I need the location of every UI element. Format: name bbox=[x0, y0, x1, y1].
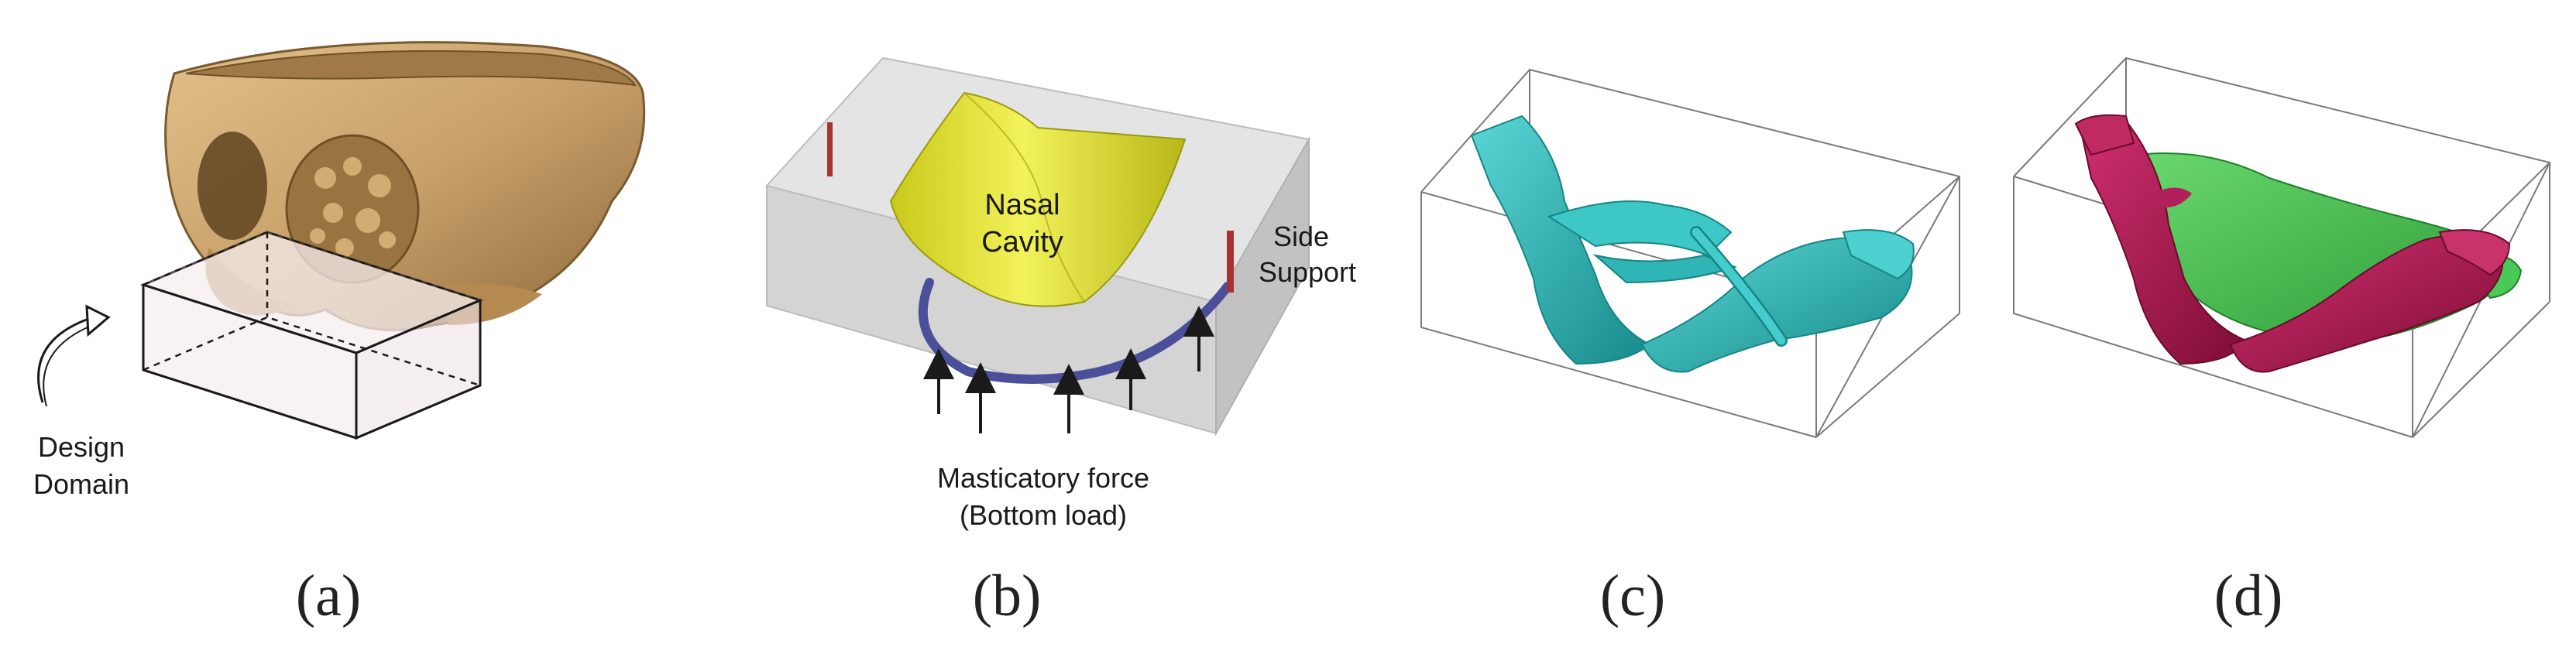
force-arrows bbox=[923, 306, 1214, 433]
panel-d: (d) bbox=[2013, 56, 2551, 628]
side-support-label-line1: Side bbox=[1273, 221, 1329, 252]
optimized-structure-d bbox=[2074, 114, 2523, 373]
panel-c: (c) bbox=[1420, 68, 1961, 628]
curved-arrow-icon bbox=[37, 304, 111, 407]
caption-d: (d) bbox=[2214, 563, 2283, 628]
force-label-line1: Masticatory force bbox=[937, 462, 1149, 494]
design-label-line2: Domain bbox=[33, 468, 129, 500]
panel-a: Design Domain (a) bbox=[33, 41, 646, 628]
caption-c: (c) bbox=[1600, 563, 1665, 628]
side-support-right bbox=[1227, 231, 1234, 293]
nasal-cavity-surface bbox=[889, 91, 1187, 307]
nasal-label-line1: Nasal bbox=[984, 189, 1060, 221]
design-label-line1: Design bbox=[38, 431, 125, 463]
force-label-line2: (Bottom load) bbox=[960, 499, 1127, 531]
side-support-left bbox=[827, 122, 833, 176]
dental-arch bbox=[918, 278, 1232, 384]
side-support-label-line2: Support bbox=[1259, 256, 1356, 288]
panel-b: Nasal Cavity Side Support Masticatory fo… bbox=[765, 56, 1356, 628]
optimized-structure-c bbox=[1470, 115, 1915, 373]
caption-b: (b) bbox=[973, 563, 1042, 628]
nasal-label-line2: Cavity bbox=[981, 226, 1063, 258]
design-domain-box bbox=[139, 231, 484, 440]
caption-a: (a) bbox=[296, 563, 361, 628]
